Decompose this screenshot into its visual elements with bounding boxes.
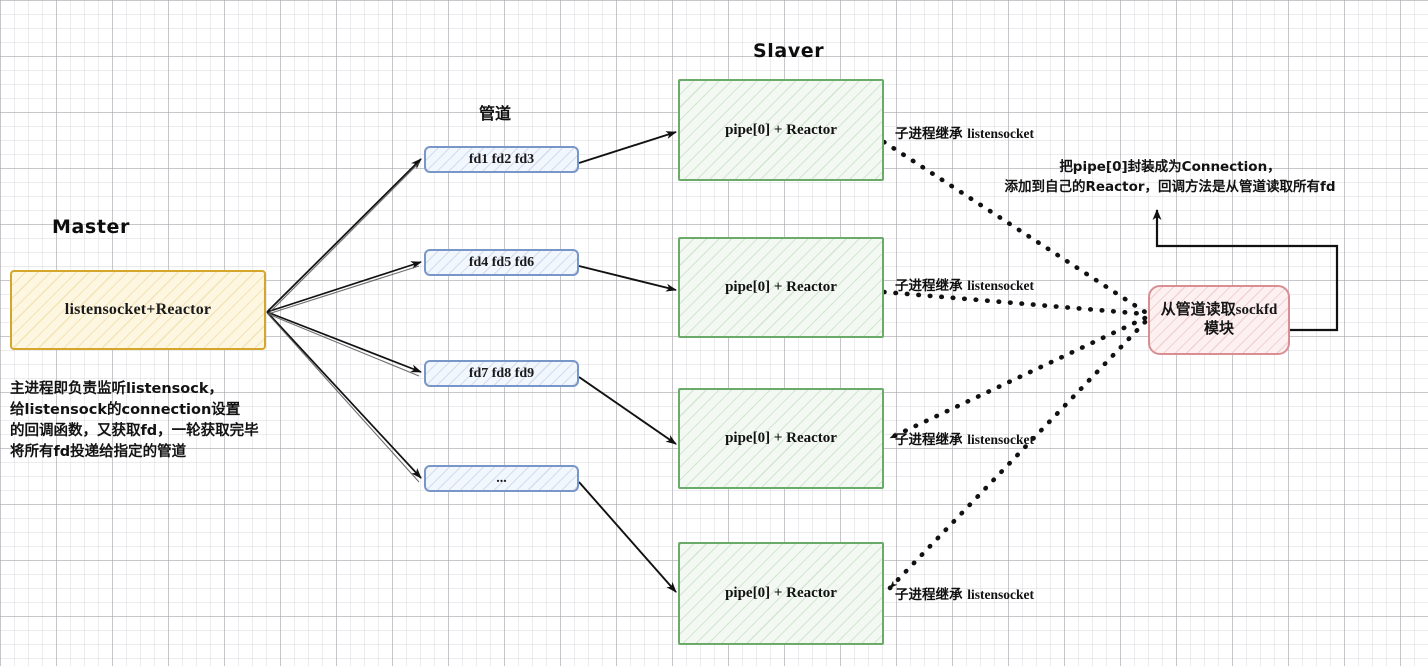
slaver-node-4[interactable]: pipe[0] + Reactor bbox=[678, 542, 884, 645]
inherit-label-3-cjk: 子进程继承 bbox=[895, 432, 963, 448]
pipe-node-1[interactable]: fd1 fd2 fd3 bbox=[424, 146, 579, 173]
inherit-label-4-en: listensocket bbox=[967, 587, 1034, 602]
master-node[interactable]: listensocket+Reactor bbox=[10, 270, 266, 350]
master-title: Master bbox=[52, 216, 130, 238]
slaver-node-4-label: pipe[0] + Reactor bbox=[725, 585, 837, 601]
inherit-label-4-cjk: 子进程继承 bbox=[895, 587, 963, 603]
master-node-label: listensocket+Reactor bbox=[64, 301, 212, 318]
read-sockfd-module-node[interactable]: 从管道读取sockfd模块 bbox=[1148, 285, 1290, 355]
master-to-pipe-arrows-shadow bbox=[267, 162, 420, 483]
pipe-node-2-label: fd4 fd5 fd6 bbox=[468, 254, 535, 270]
slaver-node-3[interactable]: pipe[0] + Reactor bbox=[678, 388, 884, 489]
inherit-label-3-en: listensocket bbox=[967, 432, 1034, 447]
inherit-label-2: 子进程继承 listensocket bbox=[895, 274, 1034, 294]
pipe-title: 管道 bbox=[479, 104, 512, 123]
inherit-label-1-en: listensocket bbox=[967, 126, 1034, 141]
inherit-label-2-en: listensocket bbox=[967, 278, 1034, 293]
pipe-node-3[interactable]: fd7 fd8 fd9 bbox=[424, 360, 579, 387]
module-annotation: 把pipe[0]封装成为Connection， 添加到自己的Reactor，回调… bbox=[1004, 159, 1336, 196]
read-sockfd-module-label: 从管道读取sockfd模块 bbox=[1160, 302, 1278, 337]
master-note: 主进程即负责监听listensock， 给listensock的connecti… bbox=[10, 381, 259, 461]
pipe-node-2[interactable]: fd4 fd5 fd6 bbox=[424, 249, 579, 276]
module-feedback-arrow bbox=[1152, 209, 1339, 332]
inherit-label-1-cjk: 子进程继承 bbox=[895, 126, 963, 142]
slaver-node-3-label: pipe[0] + Reactor bbox=[725, 430, 837, 446]
inherit-label-4: 子进程继承 listensocket bbox=[895, 583, 1034, 603]
slaver-node-1[interactable]: pipe[0] + Reactor bbox=[678, 79, 884, 181]
inherit-label-3: 子进程继承 listensocket bbox=[895, 428, 1034, 448]
inherit-label-1: 子进程继承 listensocket bbox=[895, 122, 1034, 142]
slaver-node-2[interactable]: pipe[0] + Reactor bbox=[678, 237, 884, 338]
module-to-slaver-dotted bbox=[887, 315, 1148, 591]
pipe-node-3-label: fd7 fd8 fd9 bbox=[468, 365, 535, 381]
master-to-pipe-arrows bbox=[266, 158, 422, 479]
slaver-node-1-label: pipe[0] + Reactor bbox=[725, 121, 837, 138]
pipe-node-4[interactable]: ... bbox=[424, 465, 579, 492]
slaver-node-2-label: pipe[0] + Reactor bbox=[725, 279, 837, 295]
pipe-node-1-label: fd1 fd2 fd3 bbox=[468, 151, 535, 167]
pipe-node-4-label: ... bbox=[496, 470, 507, 486]
pipe-to-slaver-arrows bbox=[578, 131, 677, 593]
slaver-title: Slaver bbox=[753, 40, 825, 62]
slaver-to-module-dotted bbox=[881, 139, 1148, 317]
inherit-label-2-cjk: 子进程继承 bbox=[895, 278, 963, 294]
